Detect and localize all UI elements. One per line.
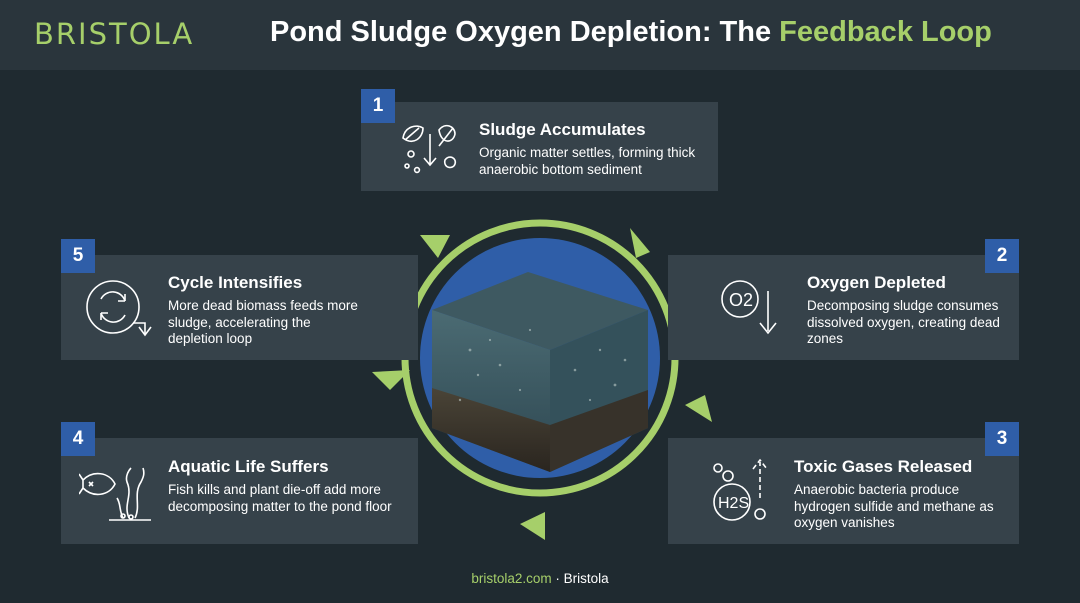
step-description: More dead biomass feeds more sludge, acc… [168, 298, 358, 346]
header-bar: BRISTOLA Pond Sludge Oxygen Depletion: T… [0, 0, 1080, 70]
step-title: Cycle Intensifies [168, 273, 303, 292]
step-card-2: 2 O2 Oxygen Depleted Decomposing sludge … [668, 239, 1019, 360]
feedback-cycle-graphic [372, 219, 712, 540]
leaf-sediment-icon [402, 124, 457, 174]
oxygen-down-icon: O2 [721, 280, 777, 335]
arrowhead-bottom [520, 512, 545, 540]
arrowhead-top-left [420, 235, 450, 258]
arrowhead-top-right [630, 228, 650, 258]
step-number-badge: 4 [61, 422, 95, 456]
arrowhead-right [685, 395, 712, 422]
step-number-badge: 2 [985, 239, 1019, 273]
step-number-badge: 5 [61, 239, 95, 273]
step-card-4: 4 Aquatic Life Suffers Fish kills and pl… [61, 422, 418, 544]
cycle-arrowheads [372, 228, 712, 540]
pond-cube [432, 272, 648, 472]
step-card-3: 3 H2S Toxic Gases Released Anaerobic bac… [668, 422, 1019, 544]
step-title: Oxygen Depleted [807, 273, 946, 292]
step-title: Sludge Accumulates [479, 120, 646, 139]
footer-site-link[interactable]: bristola2.com [471, 571, 552, 586]
h2s-bubbles-icon: H2S [713, 458, 768, 521]
o2-label: O2 [729, 290, 753, 310]
step-title: Aquatic Life Suffers [168, 457, 329, 476]
page-title: Pond Sludge Oxygen Depletion: The Feedba… [270, 16, 1060, 49]
footer-separator: · [551, 571, 564, 586]
brand-logo: BRISTOLA [34, 17, 195, 51]
step-number-badge: 1 [361, 89, 395, 123]
step-card-1: 1 Sludge Accumulates Organic matter sett… [361, 89, 718, 191]
step-description: Anaerobic bacteria produce hydrogen sulf… [794, 482, 994, 530]
fish-seaweed-icon [79, 467, 151, 521]
footer-brand: Bristola [563, 571, 609, 586]
title-main-text: Pond Sludge Oxygen Depletion: The [270, 16, 780, 48]
step-number-badge: 3 [985, 422, 1019, 456]
footer: bristola2.com · Bristola [0, 571, 1080, 586]
step-description: Fish kills and plant die-off add more de… [168, 482, 392, 514]
arrowhead-left [372, 370, 410, 390]
step-description: Decomposing sludge consumes dissolved ox… [807, 298, 1000, 346]
step-title: Toxic Gases Released [794, 457, 973, 476]
cycle-arrow-icon [86, 280, 152, 337]
title-accent-text: Feedback Loop [779, 16, 992, 48]
h2s-label: H2S [718, 495, 749, 512]
step-card-5: 5 Cycle Intensifies More dead biomass fe… [61, 239, 418, 360]
step-description: Organic matter settles, forming thick an… [479, 145, 696, 177]
